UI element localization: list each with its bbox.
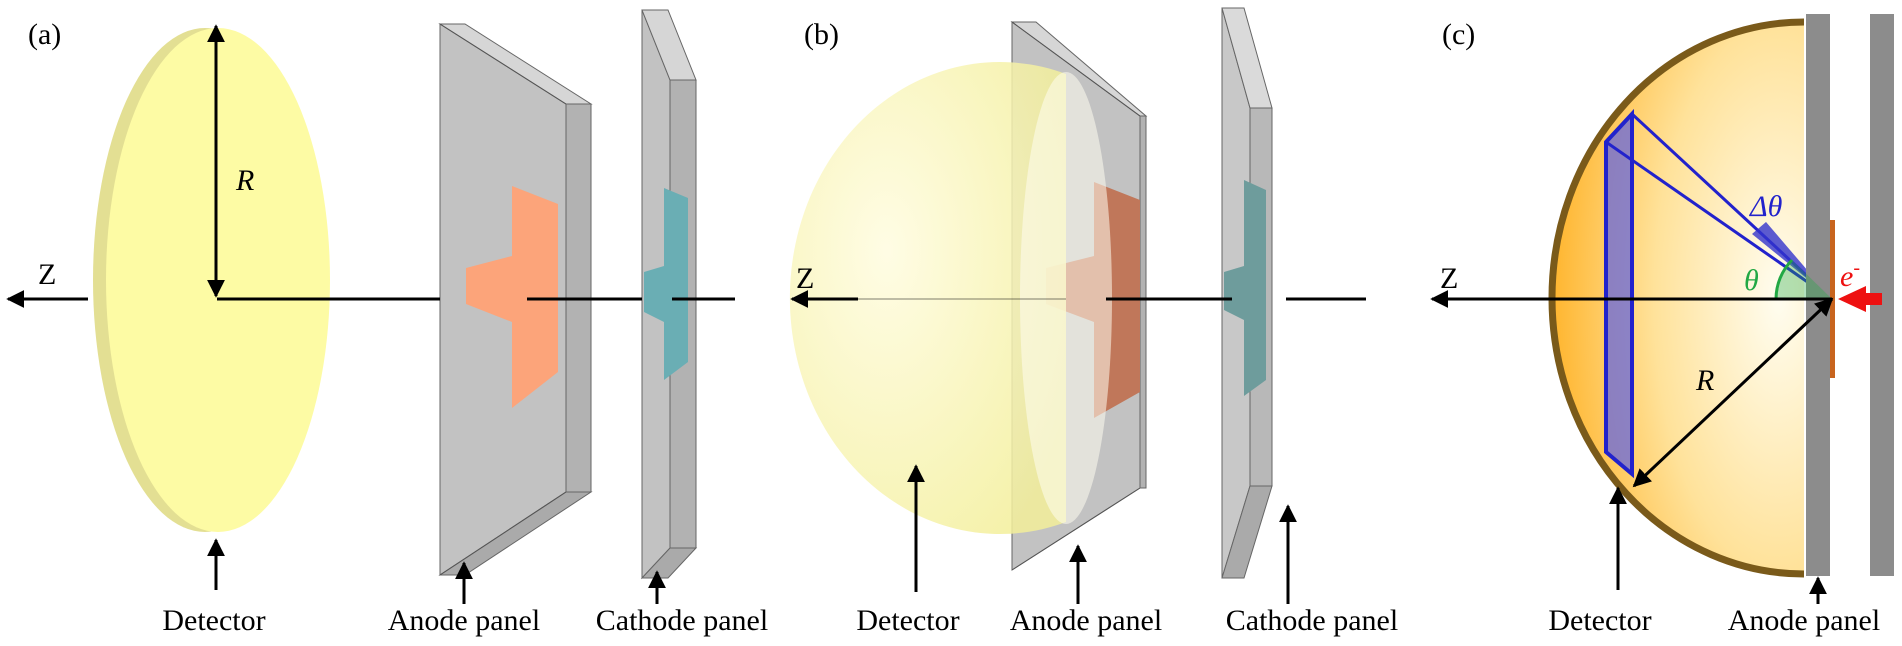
panel-a-label: (a) bbox=[28, 18, 61, 51]
panel-c-radius-label: R bbox=[1695, 364, 1714, 397]
panel-a-cathode-panel bbox=[640, 9, 698, 580]
panel-a-radius-label: R bbox=[235, 164, 254, 197]
panel-b-detector-caption: Detector bbox=[856, 604, 959, 637]
panel-c-electron-arrow bbox=[1838, 286, 1882, 312]
panel-c-theta-label: θ bbox=[1744, 264, 1759, 297]
panel-a: (a) Z R bbox=[6, 9, 768, 637]
panel-b-cathode-pad bbox=[1224, 180, 1266, 396]
panel-c-anode-caption: Anode panel bbox=[1728, 604, 1880, 637]
panel-c: (c) Z R Δθ θ e- Detector Anode panel bbox=[1430, 14, 1894, 637]
panel-c-electron-label: e- bbox=[1840, 257, 1860, 293]
panel-c-ring-strip bbox=[1604, 108, 1634, 479]
panel-b-label: (b) bbox=[804, 18, 839, 51]
panel-b-detector-hemisphere bbox=[789, 62, 1112, 535]
panel-b-cathode-panel bbox=[1221, 7, 1273, 579]
panel-b-anode-caption: Anode panel bbox=[1010, 604, 1162, 637]
panel-a-cathode-pad bbox=[644, 188, 688, 380]
panel-a-detector-disc bbox=[93, 28, 330, 532]
panel-b-z-label: Z bbox=[796, 262, 814, 295]
panel-c-label: (c) bbox=[1442, 18, 1475, 51]
panel-a-z-label: Z bbox=[38, 258, 56, 291]
panel-c-radius-arrow bbox=[1632, 297, 1834, 488]
panel-c-z-label: Z bbox=[1440, 262, 1458, 295]
panel-b-cathode-caption: Cathode panel bbox=[1226, 604, 1398, 637]
panel-c-delta-theta-label: Δθ bbox=[1749, 190, 1783, 223]
panel-a-detector-caption: Detector bbox=[162, 604, 265, 637]
panel-a-anode-caption: Anode panel bbox=[388, 604, 540, 637]
panel-c-theta-arc bbox=[1776, 260, 1832, 299]
panel-b: (b) Z bbox=[789, 7, 1398, 637]
panel-a-anode-pad bbox=[466, 186, 558, 408]
panel-c-ray-inner bbox=[1605, 140, 1833, 301]
panel-a-anode-panel bbox=[438, 23, 593, 576]
panel-c-detector-caption: Detector bbox=[1548, 604, 1651, 637]
panel-a-detector-face bbox=[106, 28, 330, 532]
panel-a-cathode-caption: Cathode panel bbox=[596, 604, 768, 637]
